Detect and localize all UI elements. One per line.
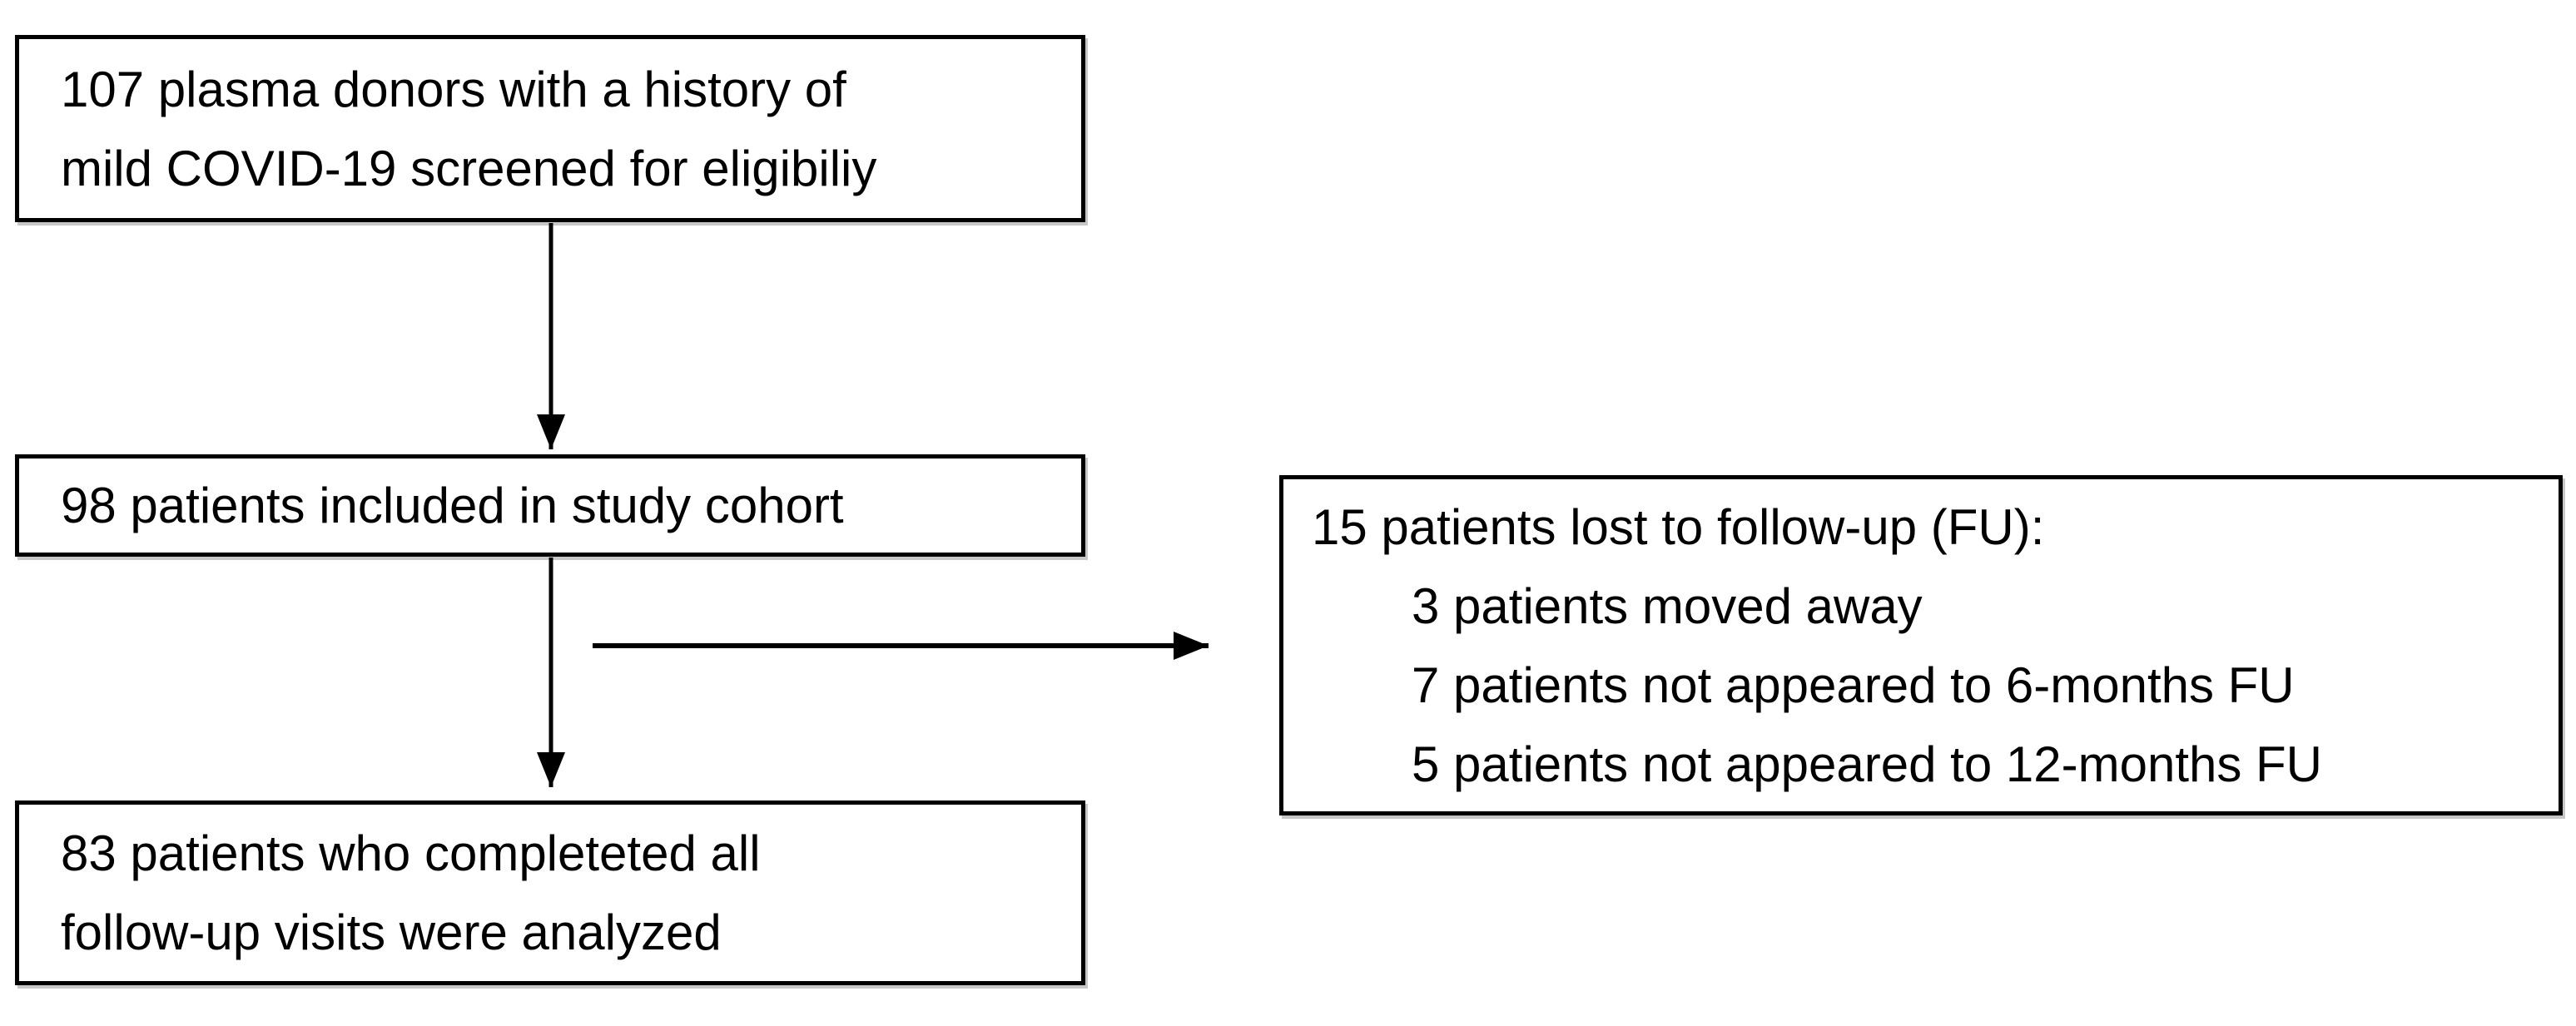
box-lost-title: 15 patients lost to follow-up (FU): <box>1312 498 2045 555</box>
box-screened-line-1: 107 plasma donors with a history of <box>61 61 846 117</box>
box-analyzed-line-1: 83 patients who completeted all <box>61 825 761 881</box>
box-lost-item: 7 patients not appeared to 6-months FU <box>1412 657 2295 713</box>
box-cohort-text: 98 patients included in study cohort <box>61 478 844 533</box>
box-lost-item: 5 patients not appeared to 12-months FU <box>1412 736 2323 792</box>
box-analyzed: 83 patients who completeted all follow-u… <box>15 800 1085 985</box>
box-analyzed-line-2: follow-up visits were analyzed <box>61 905 722 960</box>
box-cohort: 98 patients included in study cohort <box>15 454 1085 557</box>
box-lost-item: 3 patients moved away <box>1412 577 1923 634</box>
box-screened: 107 plasma donors with a history of mild… <box>15 35 1085 222</box>
box-screened-line-2: mild COVID-19 screened for eligibiliy <box>61 140 877 196</box>
box-lost-to-followup: 15 patients lost to follow-up (FU): 3 pa… <box>1279 475 2563 815</box>
